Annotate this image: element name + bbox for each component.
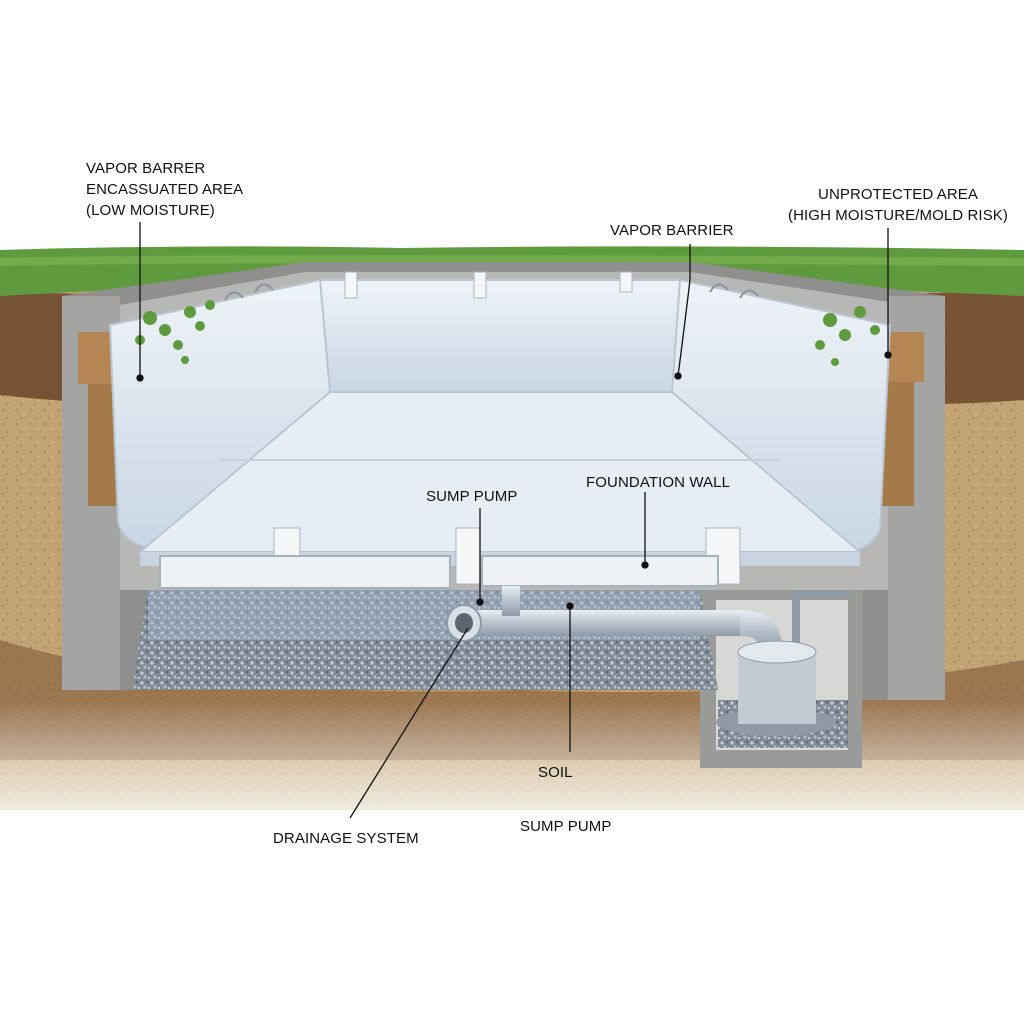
label-foundation-wall: FOUNDATION WALL (586, 474, 731, 491)
ivy-plants (135, 300, 880, 366)
leader-lines (136, 222, 892, 819)
label-sump-pump-lower: SUMP PUMP (520, 818, 612, 835)
foundation-ledge (159, 555, 719, 589)
sump-pump (716, 590, 850, 736)
drainage-pipe (446, 586, 782, 650)
label-line: (LOW MOISTURE) (86, 202, 215, 219)
label-sump-pump-upper: SUMP PUMP (426, 488, 518, 505)
label-drainage-system: DRAINAGE SYSTEM (273, 830, 419, 847)
label-line: ENCASSUATED AREA (86, 181, 244, 198)
label-vapor-barrier-encapsulated: VAPOR BARRER ENCASSUATED AREA (LOW MOIST… (86, 158, 243, 221)
label-line: (HIGH MOISTURE/MOLD RISK) (788, 207, 1009, 224)
label-soil: SOIL (538, 764, 573, 781)
vapor-barrier (108, 271, 892, 585)
label-unprotected-area: UNPROTECTED AREA (HIGH MOISTURE/MOLD RIS… (788, 184, 1008, 226)
label-line: UNPROTECTED AREA (818, 186, 978, 203)
label-line: VAPOR BARRER (86, 160, 206, 177)
label-vapor-barrier: VAPOR BARRIER (610, 222, 734, 239)
